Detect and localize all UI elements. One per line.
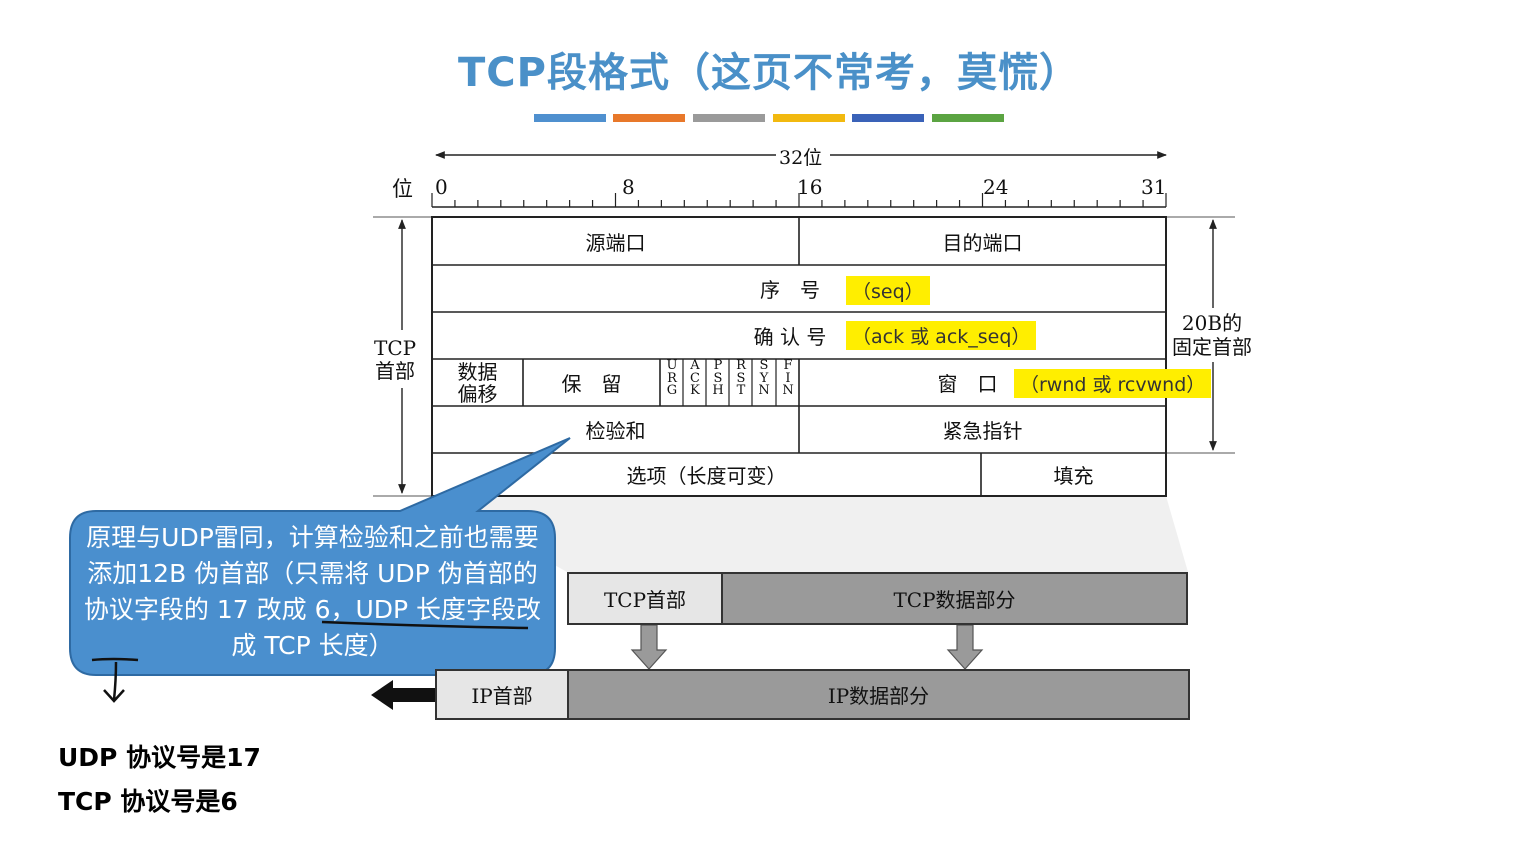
tcp-header-box: TCP首部: [567, 572, 723, 625]
seq-highlight: （seq）: [846, 276, 930, 305]
flag-syn: S Y N: [758, 358, 770, 398]
field-urgent-pointer: 紧急指针: [942, 419, 1023, 443]
udp-protocol-note: UDP 协议号是17: [58, 743, 261, 772]
ruler-tick-8: 8: [622, 175, 635, 199]
color-bar-4: [773, 114, 845, 122]
field-source-port: 源端口: [585, 230, 646, 255]
fixed-header-label: 20B的 固定首部: [1172, 311, 1252, 359]
flag-ack: A C K: [690, 358, 700, 398]
ruler-bit-label: 位: [392, 177, 413, 201]
flag-fin: F I N: [782, 358, 794, 398]
window-highlight: （rwnd 或 rcvwnd）: [1014, 369, 1212, 398]
ip-data-box: IP数据部分: [567, 669, 1190, 720]
field-reserved: 保 留: [561, 372, 622, 396]
field-dest-port: 目的端口: [942, 230, 1023, 255]
ack-highlight: （ack 或 ack_seq）: [846, 321, 1037, 350]
tcp-header-label: TCP 首部: [374, 336, 417, 383]
callout-text: 原理与UDP雷同，计算检验和之前也需要添加12B 伪首部（只需将 UDP 伪首部…: [83, 523, 542, 660]
ip-header-box: IP首部: [435, 669, 569, 720]
field-options: 选项（长度可变）: [626, 464, 787, 488]
field-seq: 序 号: [760, 278, 820, 302]
color-bar-1: [534, 114, 606, 122]
ruler-width-label: 32位: [779, 147, 823, 169]
color-bar-2: [613, 114, 685, 122]
ruler-tick-31: 31: [1141, 175, 1167, 199]
field-data-offset: 数据 偏移: [457, 359, 498, 406]
field-padding: 填充: [1053, 464, 1094, 488]
tcp-data-box: TCP数据部分: [721, 572, 1188, 625]
field-window: 窗 口: [937, 372, 998, 396]
slide-title: TCP段格式（这页不常考，莫慌）: [458, 50, 1080, 96]
ruler-tick-0: 0: [435, 175, 448, 199]
flag-rst: R S T: [736, 358, 746, 398]
field-ack: 确 认 号: [753, 325, 827, 349]
color-bar-3: [693, 114, 765, 122]
ruler-tick-24: 24: [983, 175, 1009, 199]
color-bar-6: [932, 114, 1004, 122]
flag-urg: U R G: [666, 358, 678, 398]
color-bar-5: [852, 114, 924, 122]
ruler-tick-16: 16: [797, 175, 823, 199]
tcp-protocol-note: TCP 协议号是6: [58, 787, 238, 816]
field-checksum: 检验和: [585, 419, 646, 443]
flag-psh: P S H: [712, 358, 724, 398]
